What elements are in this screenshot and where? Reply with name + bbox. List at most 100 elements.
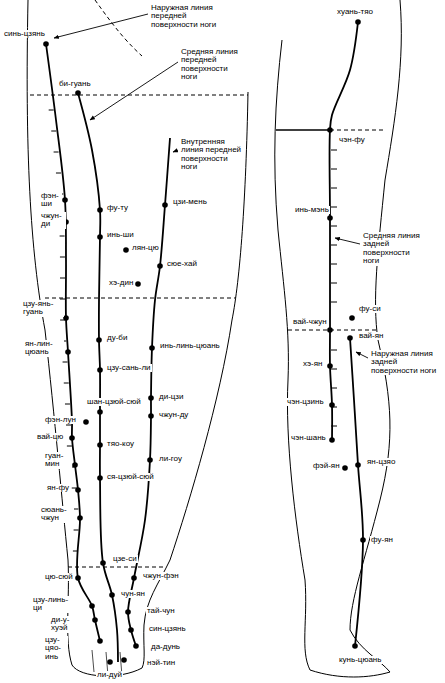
meridian-line — [128, 138, 170, 646]
point-name: ду-би — [106, 334, 128, 342]
leader-line — [335, 238, 360, 244]
tick-mark — [74, 530, 79, 531]
tick-mark — [49, 110, 54, 111]
point-name: хэ-ян — [302, 360, 324, 368]
ankle-level — [68, 567, 166, 568]
point-dot — [65, 349, 71, 355]
point-name: гуан-мин — [44, 452, 72, 469]
point-dot — [97, 234, 103, 240]
point-dot — [69, 435, 75, 441]
point-name: би-гуань — [58, 80, 92, 88]
point-name: вай-цю — [36, 433, 64, 441]
point-dot — [148, 413, 154, 419]
point-name: ли-гоу — [158, 455, 183, 463]
point-name: инь-ши — [106, 231, 135, 239]
point-dot — [327, 127, 333, 133]
meridian-line — [329, 22, 358, 440]
point-name: ян-цзяо — [366, 458, 396, 466]
point-name: фу-ту — [106, 204, 129, 212]
point-dot — [349, 315, 355, 321]
point-name: сюе-хай — [166, 260, 198, 268]
point-dot — [100, 560, 106, 566]
tick-mark — [56, 173, 61, 174]
tick-mark — [331, 264, 337, 265]
callout-label: Наружная линия передней поверхности ноги — [150, 4, 234, 29]
point-dot — [107, 659, 113, 665]
point-dot — [97, 367, 103, 373]
tick-mark — [54, 152, 59, 153]
point-name: фу-ян — [370, 536, 394, 544]
point-dot — [131, 575, 137, 581]
meridian-line — [78, 93, 118, 662]
tick-mark — [60, 236, 65, 237]
point-name: цзу-сань-ли — [106, 364, 152, 372]
point-name: чэн-фу — [338, 136, 366, 144]
tick-mark — [331, 350, 337, 351]
point-dot — [342, 465, 348, 471]
point-dot — [123, 247, 129, 253]
tick-mark — [60, 278, 65, 279]
point-dot — [109, 592, 115, 598]
tick-mark — [63, 362, 68, 363]
tick-mark — [331, 207, 337, 208]
tick-mark — [73, 509, 78, 510]
point-dot — [135, 281, 141, 287]
tick-mark — [331, 245, 337, 246]
tick-mark — [331, 302, 337, 303]
point-dot — [97, 638, 103, 644]
point-name: ли-дуй — [96, 671, 123, 679]
point-name: сюань-чжун — [40, 506, 74, 523]
callout-label: Внутренняя линия передней поверхности но… — [180, 138, 244, 172]
point-dot — [97, 442, 103, 448]
point-dot — [62, 197, 68, 203]
leg-outline — [27, 0, 72, 665]
knee-level — [288, 330, 378, 331]
tick-mark — [65, 404, 70, 405]
hip-level — [330, 130, 386, 131]
point-name: ди-цзи — [158, 393, 184, 401]
point-dot — [125, 609, 131, 615]
groin-line — [95, 0, 142, 56]
point-name: чжун-ду — [158, 411, 189, 419]
point-name: кунь-цюань — [338, 656, 382, 664]
tick-mark — [67, 446, 72, 447]
point-dot — [128, 627, 134, 633]
point-name: вай-чжун — [292, 318, 328, 326]
knee-level — [45, 298, 236, 299]
tick-mark — [51, 131, 56, 132]
tick-mark — [331, 169, 337, 170]
point-dot — [75, 487, 81, 493]
leg-outline — [142, 92, 248, 668]
point-dot — [63, 315, 69, 321]
callout-label: Средняя линия передней поверхности ноги — [180, 48, 244, 82]
point-name: цю-сюй — [44, 573, 74, 581]
point-name: фу-си — [358, 305, 382, 313]
point-dot — [43, 41, 49, 47]
point-dot — [121, 657, 127, 663]
point-dot — [97, 475, 103, 481]
tick-mark — [331, 369, 337, 370]
point-name: ди-у-хуэй — [50, 616, 80, 633]
point-name: ся-цзюй-сюй — [106, 473, 155, 481]
point-name: хэ-дин — [108, 279, 134, 287]
point-dot — [147, 457, 153, 463]
point-dot — [360, 537, 366, 543]
point-dot — [329, 437, 335, 443]
callout-label: Средняя линия задней поверхности ноги — [362, 232, 426, 266]
leader-line — [173, 150, 178, 152]
point-dot — [75, 90, 81, 96]
point-name: фэн-лун — [44, 416, 77, 424]
tick-mark — [66, 425, 71, 426]
leader-line — [90, 62, 178, 120]
point-dot — [347, 335, 353, 341]
gluteal-fold — [276, 129, 330, 131]
point-name: цзу-линь-ци — [32, 596, 78, 613]
point-name: цзе-си — [112, 555, 138, 563]
point-name: да-дунь — [150, 643, 181, 651]
point-name: фэн-ши — [40, 192, 62, 209]
point-dot — [327, 363, 333, 369]
tick-mark — [331, 426, 337, 427]
point-name: фэй-ян — [312, 462, 341, 470]
point-name: цзу-цяо-инь — [44, 636, 68, 661]
